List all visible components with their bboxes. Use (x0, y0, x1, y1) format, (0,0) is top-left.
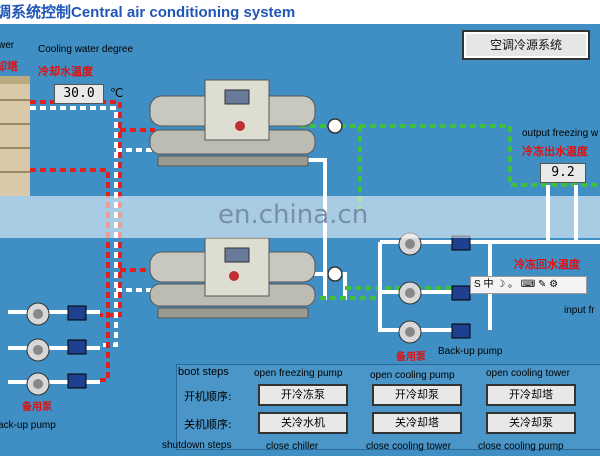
shutdown-steps-label: shutdown steps (162, 440, 232, 451)
backup-pump-left-cn: 备用泵 (22, 402, 52, 413)
col-bottom-1: close chiller (266, 441, 319, 452)
backup-pump-mid-label: Back-up pump (438, 346, 503, 357)
close-cooling-tower-button[interactable]: 关冷却塔 (372, 412, 462, 434)
cooling-pump-3-icon[interactable] (26, 372, 50, 396)
tower-label: wer (0, 40, 15, 51)
boot-steps-label: boot steps (178, 366, 229, 378)
chilled-pump-2-icon[interactable] (398, 281, 422, 305)
input-freezing-label: input fr (564, 305, 595, 316)
output-freezing-value: 9.2 (540, 163, 586, 183)
cooling-water-unit: ℃ (110, 86, 124, 100)
backup-pump-left-label: ack-up pump (0, 420, 56, 431)
return-water-label-cn: 冷冻回水温度 (514, 258, 580, 271)
shutdown-row-label: 关机顺序: (184, 418, 232, 431)
ime-toolbar[interactable]: S 中 ☽ 。 ⌨ ✎ ⚙ (470, 276, 587, 294)
cooling-water-label: Cooling water degree (38, 44, 134, 55)
col-top-1: open freezing pump (254, 368, 343, 379)
watermark-text: en.china.cn (218, 200, 369, 230)
col-top-2: open cooling pump (370, 370, 455, 381)
output-freezing-label: output freezing w (522, 128, 599, 139)
output-freezing-label-cn: 冷冻出水温度 (522, 145, 588, 158)
chiller-1-icon[interactable] (149, 79, 316, 167)
chilled-pump-3-icon[interactable] (398, 320, 422, 344)
system-button[interactable]: 空调冷源系统 (462, 30, 590, 60)
flow-meter-icon (327, 266, 343, 282)
backup-pump-mid-cn: 备用泵 (396, 352, 426, 363)
col-bottom-2: close cooling tower (366, 441, 452, 452)
flow-meter-icon (327, 118, 343, 134)
col-top-3: open cooling tower (486, 368, 570, 379)
valve-icon[interactable] (451, 235, 471, 339)
chiller-2-icon[interactable] (149, 237, 316, 319)
open-cooling-pump-button[interactable]: 开冷却泵 (372, 384, 462, 406)
page-title: 调系统控制Central air conditioning system (0, 4, 296, 21)
cooling-pump-1-icon[interactable] (26, 302, 50, 326)
cooling-water-value: 30.0 (54, 84, 104, 104)
open-freezing-pump-button[interactable]: 开冷冻泵 (258, 384, 348, 406)
cooling-water-label-cn: 冷却水温度 (38, 65, 93, 78)
close-cooling-pump-button[interactable]: 关冷却泵 (486, 412, 576, 434)
col-bottom-3: close cooling pump (478, 441, 564, 452)
cooling-pump-2-icon[interactable] (26, 338, 50, 362)
cooling-tower-icon (0, 76, 30, 196)
steps-panel (176, 364, 600, 450)
tower-label-cn: 却塔 (0, 60, 18, 73)
header-bar: 调系统控制Central air conditioning system (0, 0, 600, 24)
open-cooling-tower-button[interactable]: 开冷却塔 (486, 384, 576, 406)
valve-icon[interactable] (67, 305, 87, 389)
boot-row-label: 开机顺序: (184, 390, 232, 403)
watermark-band (0, 196, 600, 238)
close-chiller-button[interactable]: 关冷水机 (258, 412, 348, 434)
